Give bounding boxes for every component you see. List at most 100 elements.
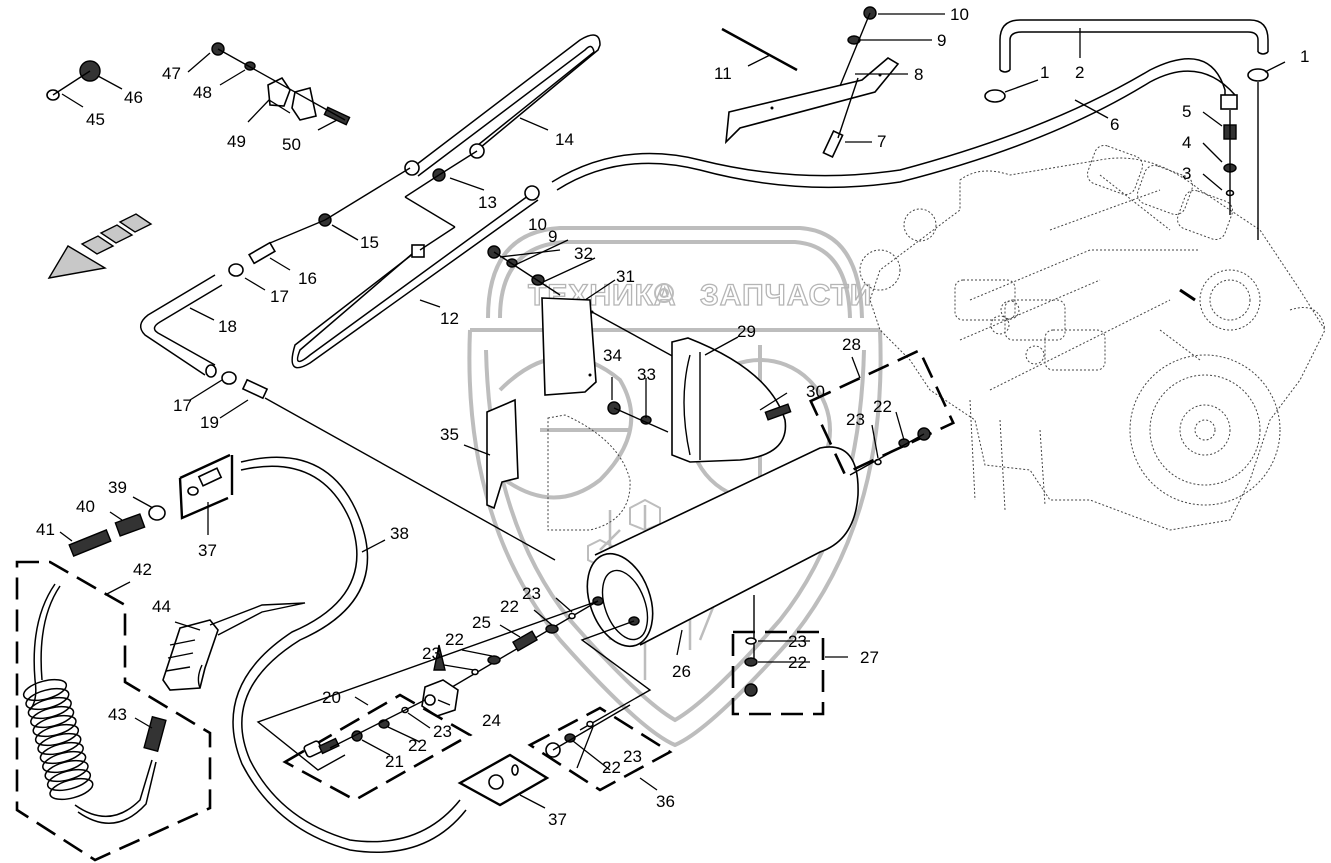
- nipple-41: [68, 529, 112, 557]
- callout-50: 50: [282, 135, 301, 154]
- clamp-17-top: [228, 263, 244, 277]
- nipple-43: [143, 715, 167, 753]
- callout-3: 3: [1182, 164, 1191, 183]
- callout-40: 40: [76, 497, 95, 516]
- valve-24: [421, 644, 459, 717]
- ring-23-mid: [471, 668, 479, 676]
- callout-14: 14: [555, 130, 574, 149]
- callout-18: 18: [218, 317, 237, 336]
- spiral-hose-42: [22, 583, 157, 824]
- gear-icon: [654, 283, 674, 303]
- callout-23f: 23: [623, 747, 642, 766]
- ring-22-kit27: [744, 657, 758, 667]
- blow-gun-44: [162, 602, 306, 691]
- callout-4: 4: [1182, 133, 1191, 152]
- bracket-8: [724, 57, 900, 145]
- hose-18: [139, 274, 223, 378]
- nut-39: [148, 505, 166, 521]
- pressure-line-6: [551, 58, 1238, 191]
- callout-43: 43: [108, 705, 127, 724]
- ring-23-upper: [568, 612, 576, 620]
- callout-16: 16: [298, 269, 317, 288]
- nipple-16: [248, 241, 276, 265]
- callout-22c: 22: [500, 597, 519, 616]
- callout-37b: 37: [548, 810, 567, 829]
- callout-labels: 1 1 2 3 4 5 6 7 8 9 10 11 12 13 14 15 16…: [36, 5, 1309, 829]
- clamp-49: [267, 76, 317, 121]
- callout-15: 15: [360, 233, 379, 252]
- strap-29: [671, 337, 787, 463]
- callout-49: 49: [227, 132, 246, 151]
- callout-25: 25: [472, 613, 491, 632]
- pipe-12: [291, 185, 540, 369]
- pipe-14: [404, 34, 601, 177]
- bracket-35: [486, 398, 519, 510]
- arrow-forward-direction-icon: [47, 213, 153, 279]
- callout-22f: 22: [602, 758, 621, 777]
- callout-12: 12: [440, 309, 459, 328]
- callout-39: 39: [108, 478, 127, 497]
- callout-9a: 9: [937, 31, 946, 50]
- nipple-19: [241, 378, 269, 400]
- kit-42-box: [15, 560, 212, 862]
- callout-5: 5: [1182, 102, 1191, 121]
- elbow-20: [303, 737, 340, 758]
- bolt-7: [822, 77, 859, 159]
- kit-37-bottom-box: [457, 753, 550, 807]
- callout-41: 41: [36, 520, 55, 539]
- clamp-1-right: [1247, 68, 1269, 240]
- callout-24: 24: [482, 711, 501, 730]
- screw-plug-37-bottom: [488, 764, 519, 790]
- callout-30: 30: [806, 382, 825, 401]
- drain-plug-27: [744, 683, 758, 697]
- callout-36: 36: [656, 792, 675, 811]
- callout-19: 19: [200, 413, 219, 432]
- callout-23a: 23: [433, 722, 452, 741]
- ring-23-kit36: [586, 720, 594, 728]
- callout-29: 29: [737, 322, 756, 341]
- callout-35: 35: [440, 425, 459, 444]
- callout-23e: 23: [846, 410, 865, 429]
- spiral-coil: [46, 768, 92, 792]
- hose-38: [232, 456, 467, 853]
- clamp-17-bottom: [221, 371, 237, 385]
- watermark-right-word: ЗАПЧАСТИ: [700, 279, 872, 312]
- callout-23d: 23: [788, 632, 807, 651]
- ring-22-upper: [545, 624, 559, 634]
- callout-26: 26: [672, 662, 691, 681]
- callout-13: 13: [478, 193, 497, 212]
- cable-tie-11: [721, 27, 798, 72]
- callout-21: 21: [385, 752, 404, 771]
- clamp-1-left: [984, 89, 1006, 103]
- callout-45: 45: [86, 110, 105, 129]
- callout-33: 33: [637, 365, 656, 384]
- ring-23-kit27: [745, 637, 757, 645]
- callout-47: 47: [162, 64, 181, 83]
- callout-44: 44: [152, 597, 171, 616]
- callout-17a: 17: [270, 287, 289, 306]
- callout-9b: 9: [548, 227, 557, 246]
- callout-22a: 22: [408, 736, 427, 755]
- hose-2: [999, 19, 1269, 73]
- callout-10a: 10: [950, 5, 969, 24]
- callout-27: 27: [860, 648, 879, 667]
- callout-1a: 1: [1300, 47, 1309, 66]
- air-tank-26: [586, 446, 859, 648]
- coupling-40: [114, 513, 146, 537]
- callout-1b: 1: [1040, 63, 1049, 82]
- callout-38: 38: [390, 524, 409, 543]
- callout-10b: 10: [528, 215, 547, 234]
- callout-22b: 22: [445, 630, 464, 649]
- callout-2: 2: [1075, 63, 1084, 82]
- union-25: [512, 630, 538, 652]
- callout-42: 42: [133, 560, 152, 579]
- spiral-coil: [49, 777, 94, 801]
- kit-20-box: [282, 693, 473, 802]
- bracket-31: [541, 297, 597, 396]
- callout-46: 46: [124, 88, 143, 107]
- callout-17b: 17: [173, 396, 192, 415]
- callout-23c: 23: [522, 584, 541, 603]
- screw-30: [764, 403, 792, 421]
- callout-22e: 22: [873, 397, 892, 416]
